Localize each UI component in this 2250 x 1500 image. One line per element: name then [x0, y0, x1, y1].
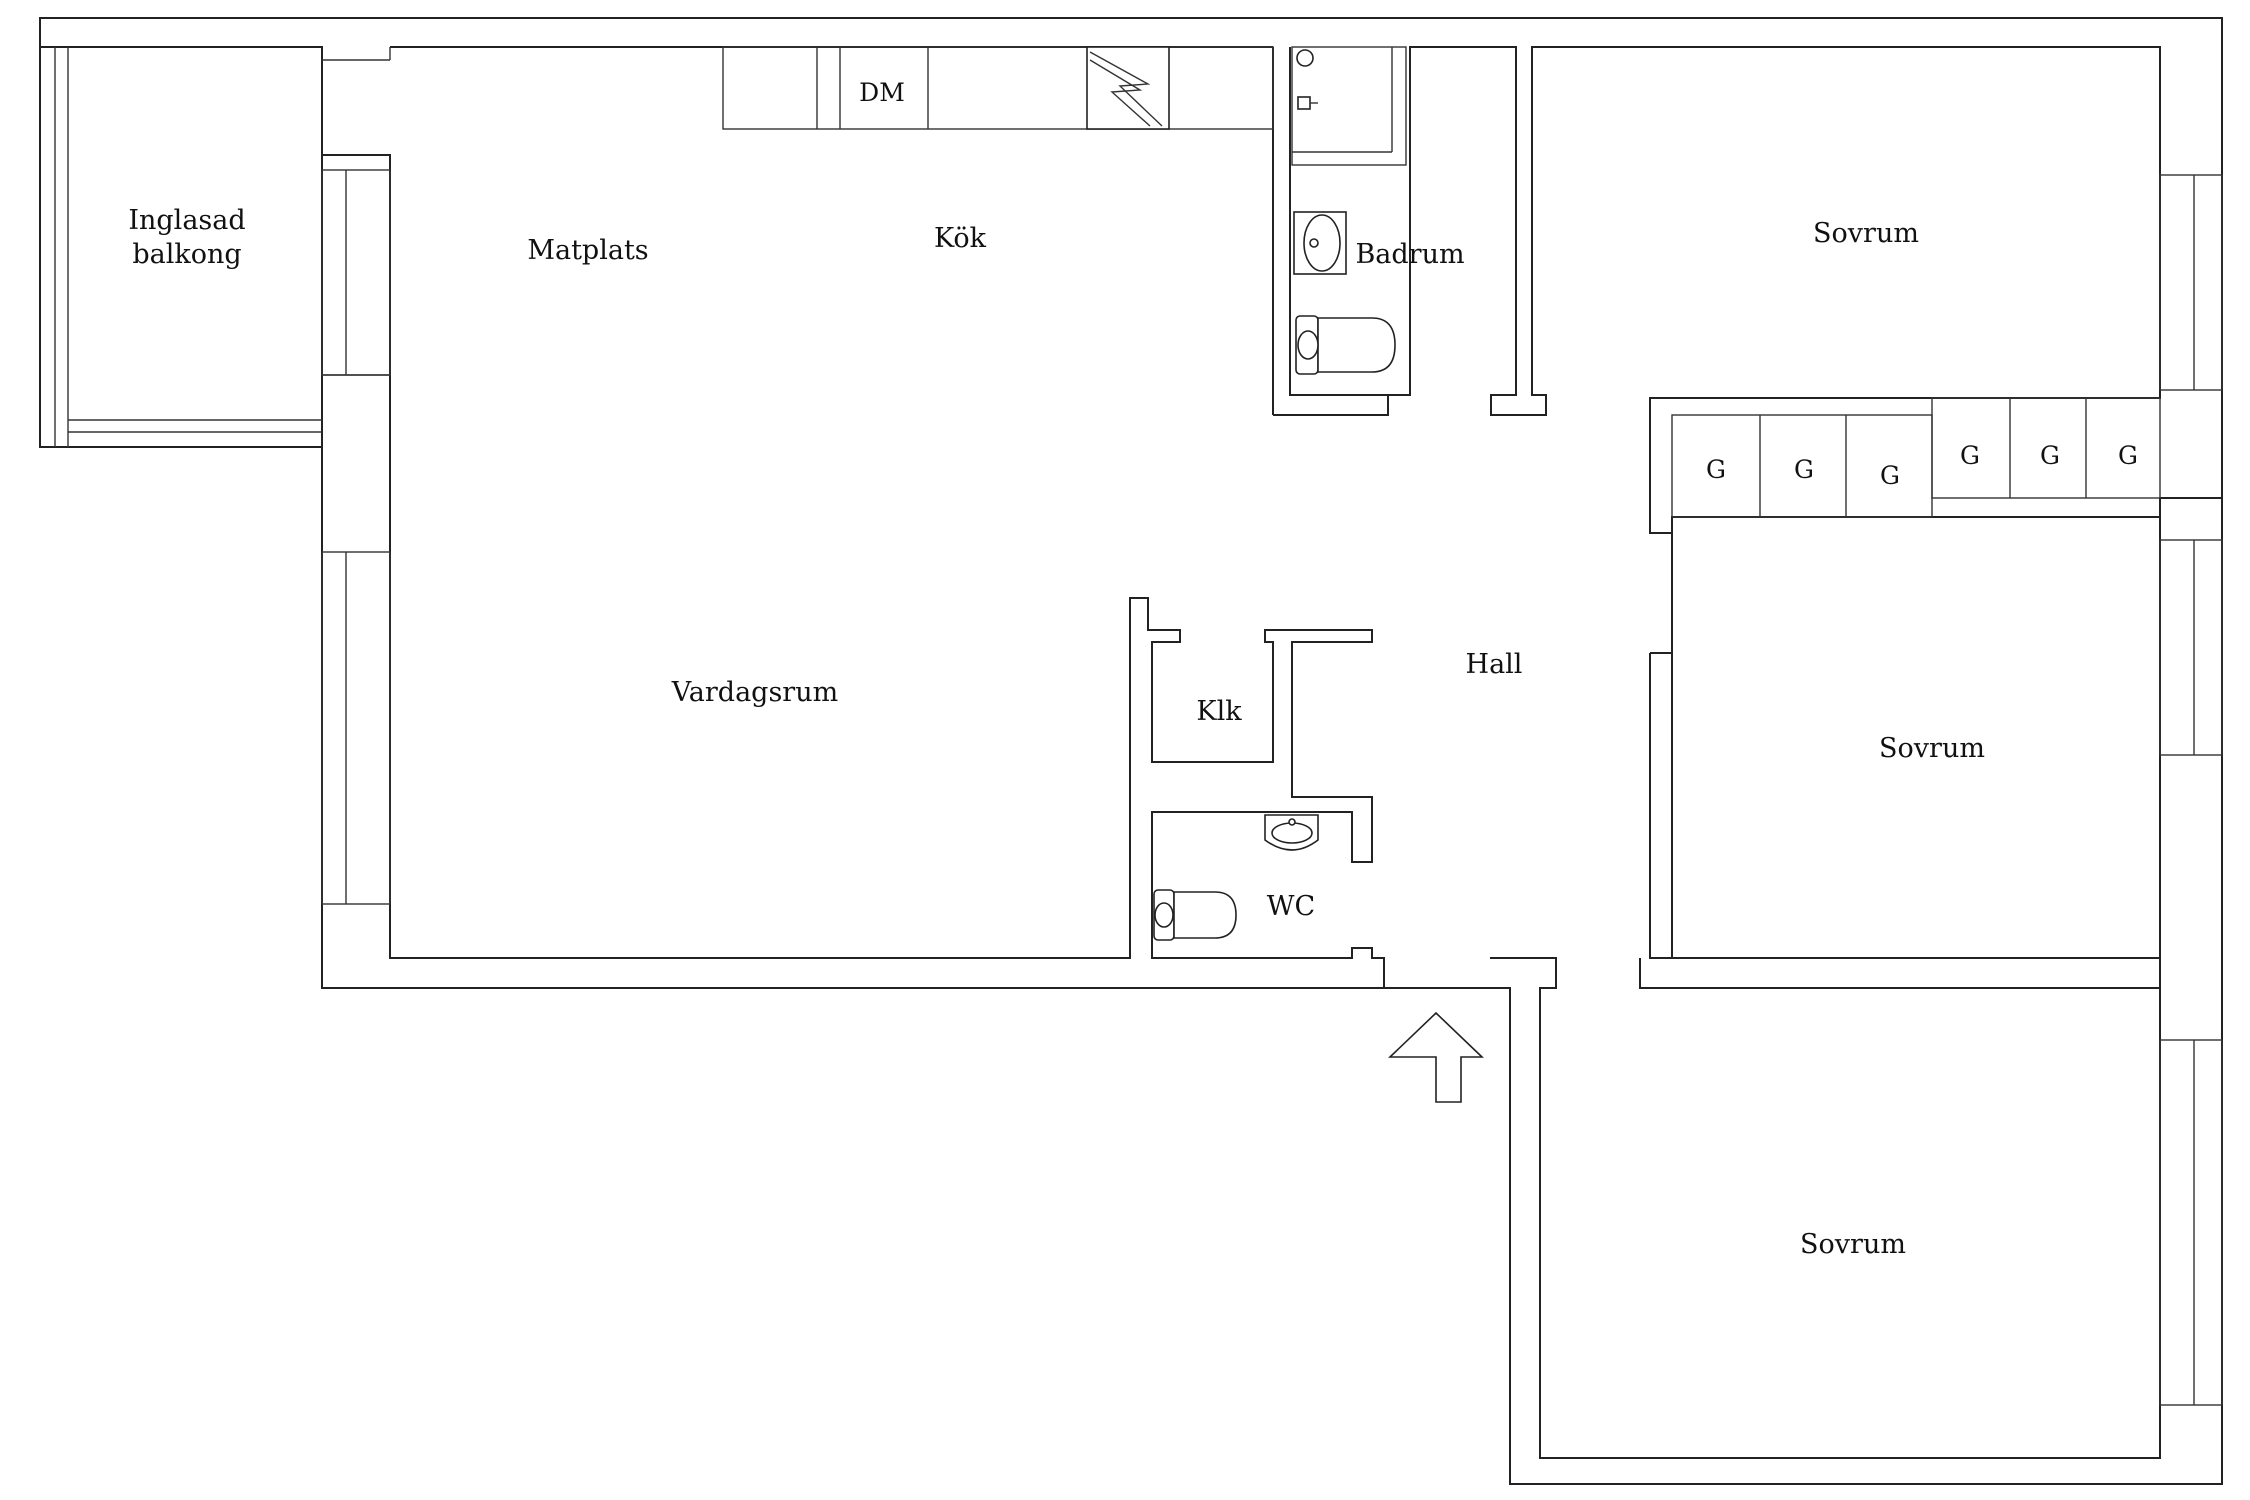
living-label: Vardagsrum: [671, 677, 838, 708]
wardrobes: [1649, 397, 2222, 534]
wc-label: WC: [1267, 891, 1315, 922]
hall-label: Hall: [1466, 649, 1523, 680]
balcony-label-line1: Inglasad: [128, 205, 245, 236]
living-west-wall: [321, 154, 1385, 988]
dining-label: Matplats: [527, 235, 648, 266]
dishwasher-label: DM: [859, 78, 905, 107]
wardrobe-label: G: [1794, 455, 1814, 484]
kitchen-counter: [722, 46, 1274, 130]
wardrobe-label: G: [2118, 441, 2138, 470]
closet-label: Klk: [1196, 696, 1242, 727]
bedroom-3-label: Sovrum: [1800, 1229, 1906, 1260]
bedroom-1: [1649, 174, 2223, 415]
shower-icon: [1296, 49, 1314, 67]
bedroom-1-label: Sovrum: [1813, 218, 1919, 249]
bathroom: [1291, 46, 1407, 375]
wardrobe-label: G: [1960, 441, 1980, 470]
bathroom-label: Badrum: [1355, 239, 1464, 270]
bedroom-2: [1639, 517, 2223, 989]
sink-icon: [1293, 211, 1347, 275]
kitchen-label: Kök: [934, 223, 987, 254]
toilet-icon: [1295, 315, 1396, 375]
stove-icon: [1086, 46, 1170, 130]
balcony-label-line2: balkong: [132, 239, 241, 270]
bedroom-3: [1490, 957, 2223, 1459]
wc: [1153, 814, 1319, 941]
wardrobe-label: G: [2040, 441, 2060, 470]
entrance-arrow-icon: [1388, 1011, 1484, 1103]
balcony: [39, 46, 391, 448]
bedroom-2-label: Sovrum: [1879, 733, 1985, 764]
wardrobe-label: G: [1706, 455, 1726, 484]
toilet-icon: [1153, 889, 1237, 941]
wardrobe-label: G: [1880, 461, 1900, 490]
sink-icon: [1264, 814, 1319, 851]
